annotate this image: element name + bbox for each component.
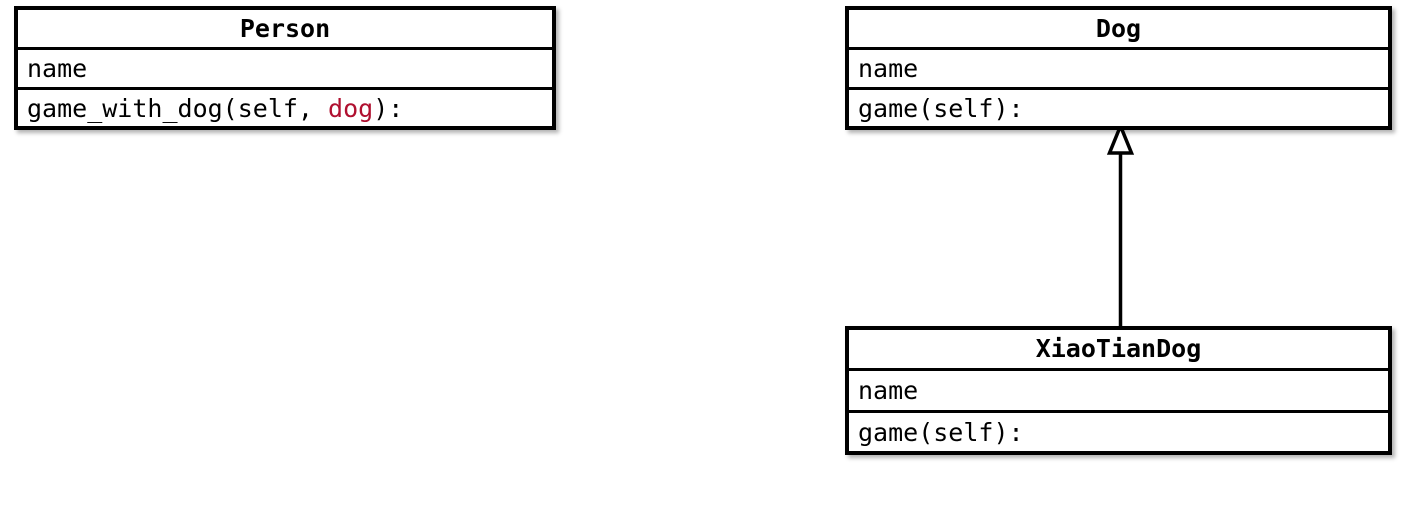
- generalization-arrow-xiaotiandog-to-dog: [1106, 126, 1135, 328]
- class-attribute-person-name: name: [18, 47, 552, 87]
- class-method-person-game-with-dog: game_with_dog(self, dog):: [18, 87, 552, 127]
- uml-class-xiaotiandog[interactable]: XiaoTianDog name game(self):: [845, 326, 1392, 455]
- class-name-person: Person: [239, 14, 331, 43]
- class-attribute-xiaotiandog-name: name: [849, 368, 1388, 410]
- method-signature-suffix: ):: [373, 94, 404, 123]
- method-parameter-dog: dog: [328, 94, 374, 123]
- class-method-dog-game: game(self):: [849, 87, 1388, 127]
- class-name-xiaotiandog: XiaoTianDog: [1035, 334, 1202, 363]
- class-attribute-dog-name: name: [849, 47, 1388, 87]
- class-method-xiaotiandog-game: game(self):: [849, 410, 1388, 452]
- method-signature-prefix: game_with_dog(self,: [27, 94, 329, 123]
- uml-class-person[interactable]: Person name game_with_dog(self, dog):: [14, 6, 556, 130]
- uml-class-dog[interactable]: Dog name game(self):: [845, 6, 1392, 130]
- class-name-dog: Dog: [1095, 14, 1142, 43]
- hollow-triangle-arrowhead: [1106, 126, 1135, 155]
